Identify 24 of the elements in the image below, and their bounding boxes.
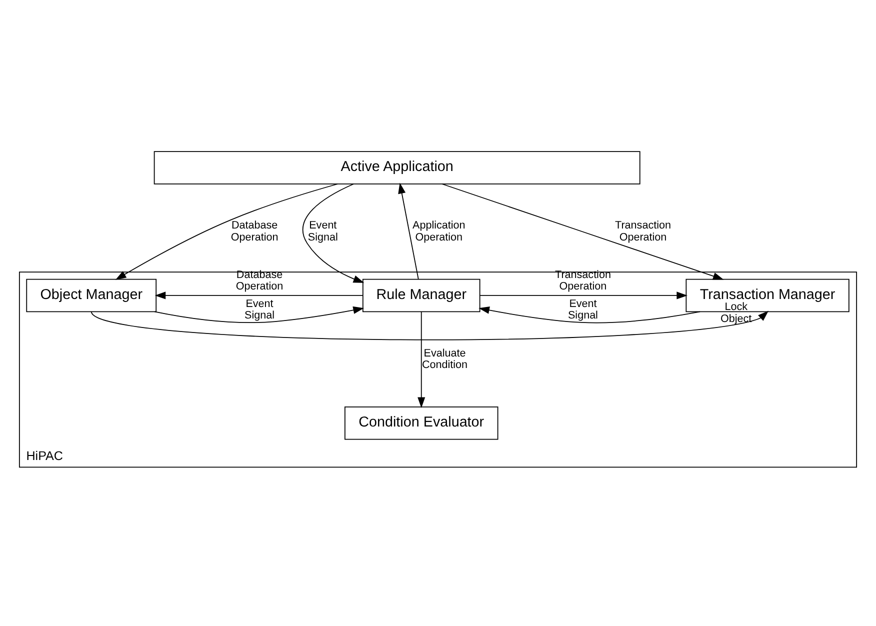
arrow: [442, 184, 724, 280]
arrow: [90, 310, 769, 340]
edge-label: Event Signal: [308, 220, 338, 244]
arrow: [154, 306, 364, 323]
edge-label: Event Signal: [244, 298, 275, 322]
node-box: Rule Manager: [362, 278, 480, 312]
arrow: [302, 184, 364, 283]
arrow: [418, 311, 426, 408]
edge-label: Database Operation: [236, 269, 284, 293]
arrow: [480, 292, 688, 300]
node-box: Object Manager: [26, 278, 157, 312]
edge-label: Lock Object: [720, 301, 752, 325]
edge-label: Transaction Operation: [555, 269, 611, 293]
arrow: [115, 184, 338, 280]
arrow: [154, 292, 364, 300]
edge-label: Evaluate Condition: [422, 347, 468, 371]
arrow: [398, 182, 419, 280]
edge-label: Transaction Operation: [615, 220, 671, 244]
edge-label: Event Signal: [568, 298, 598, 322]
arrow: [478, 306, 700, 324]
node-box: Condition Evaluator: [344, 406, 498, 440]
node-box: Active Application: [154, 151, 640, 184]
edge-label: Database Operation: [230, 220, 278, 244]
edge-label: Application Operation: [412, 220, 466, 244]
